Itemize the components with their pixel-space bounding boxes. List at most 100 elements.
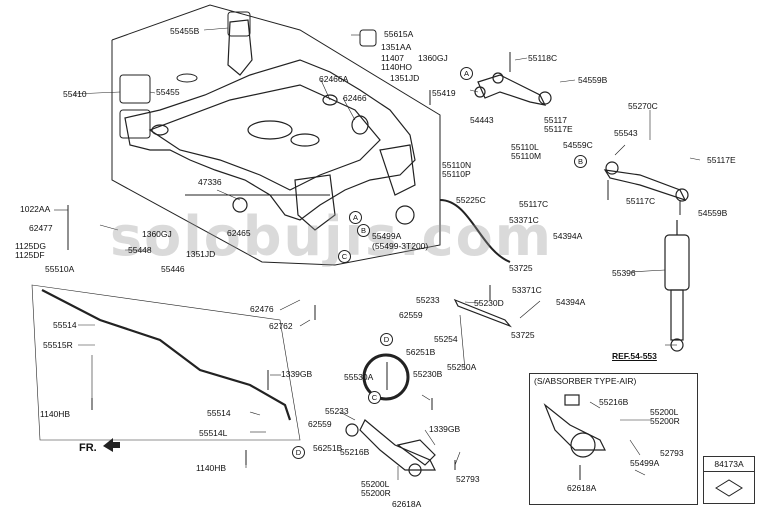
part-label: 54559B: [578, 75, 608, 85]
part-label: 54394A: [553, 231, 583, 241]
part-label: 55110P: [442, 169, 471, 179]
part-label: 55216B: [599, 397, 629, 407]
part-label: 55510A: [45, 264, 75, 274]
watermark-text: solobujis.com: [110, 205, 553, 268]
part-label: 1360GJ: [418, 53, 448, 63]
part-label: 1140HO: [381, 62, 413, 72]
part-label: 1351JD: [390, 73, 420, 83]
part-label: 55499A: [372, 231, 402, 241]
part-label: 55233: [416, 295, 440, 305]
part-label: 47336: [198, 177, 222, 187]
part-label: 53371C: [509, 215, 539, 225]
part-label: 55515R: [43, 340, 73, 350]
part-label: 55110N: [442, 160, 472, 170]
part-label: 62618A: [567, 483, 597, 493]
air-type-section-box: (S/ABSORBER TYPE-AIR): [529, 373, 698, 505]
part-label: 55117C: [626, 196, 656, 206]
marker-a-top: A: [460, 67, 473, 80]
part-label: 55200L: [361, 479, 390, 489]
part-label: 55455B: [170, 26, 200, 36]
marker-b-center: B: [357, 224, 370, 237]
marker-c-center: C: [338, 250, 351, 263]
fasteners: [67, 52, 681, 480]
part-label: 55254: [434, 334, 458, 344]
part-label: 1140HB: [196, 463, 227, 473]
crossmember-body: [124, 19, 416, 231]
part-label: 55543: [614, 128, 638, 138]
part-label: 53725: [511, 330, 535, 340]
stabilizer-box: [31, 284, 301, 441]
part-label: 55110L: [511, 142, 539, 152]
part-label: 1022AA: [20, 204, 51, 214]
marker-c-lower: C: [368, 391, 381, 404]
part-label: 1360GJ: [142, 229, 172, 239]
part-label: 55419: [432, 88, 456, 98]
crossmember-outline: [111, 4, 441, 266]
part-label: 1339GB: [281, 369, 313, 379]
part-label: 55448: [128, 245, 152, 255]
lower-arm: [345, 419, 436, 477]
part-label: 55250A: [447, 362, 477, 372]
highlight-ring: [362, 353, 410, 401]
part-label: 52793: [660, 448, 684, 458]
part-label: 1339GB: [429, 424, 461, 434]
part-label: 55233: [325, 406, 349, 416]
part-label: 62466: [343, 93, 367, 103]
part-label: 55446: [161, 264, 185, 274]
part-label: 55216B: [340, 447, 370, 457]
part-label: 62465: [227, 228, 251, 238]
part-label: 55200R: [361, 488, 391, 498]
part-label: 55200L: [650, 407, 679, 417]
curved-link: [439, 199, 511, 263]
leader-lines: [54, 27, 701, 480]
part-label: 56251B: [313, 443, 343, 453]
part-label: 55410: [63, 89, 87, 99]
part-label: 62762: [269, 321, 293, 331]
part-label: 1125DG: [15, 241, 47, 251]
air-section-label: (S/ABSORBER TYPE-AIR): [534, 376, 637, 386]
part-label: 55270C: [628, 101, 658, 111]
lower-link: [453, 298, 512, 328]
part-label: 55455: [156, 87, 180, 97]
part-label: 55514: [53, 320, 77, 330]
part-label: 62476: [250, 304, 274, 314]
marker-d-upper: D: [380, 333, 393, 346]
part-label: 53371C: [512, 285, 542, 295]
marker-a-center: A: [349, 211, 362, 224]
part-label: 55117E: [544, 124, 573, 134]
part-label: 55396: [612, 268, 636, 278]
figure-code: 84173A: [704, 457, 754, 472]
part-label: 62466A: [319, 74, 349, 84]
part-label: 54443: [470, 115, 494, 125]
part-label: 54559B: [698, 208, 728, 218]
part-label: 52793: [456, 474, 480, 484]
part-label: 62559: [308, 419, 332, 429]
marker-d-lower: D: [292, 446, 305, 459]
upper-arm-A: [474, 72, 552, 106]
upper-arm-B: [603, 161, 689, 202]
part-label: 55514: [207, 408, 231, 418]
air-type-lower-arm: [543, 394, 606, 458]
part-label: 55615A: [384, 29, 414, 39]
figure-code-icon: [715, 479, 743, 497]
part-label: 55117: [544, 115, 568, 125]
part-label: 55225C: [456, 195, 486, 205]
bushings: [119, 11, 377, 139]
part-label: 56251B: [406, 347, 436, 357]
part-label: 55117C: [519, 199, 549, 209]
shock-absorber: [664, 220, 690, 352]
part-label: 11407: [381, 53, 405, 63]
part-label: 55530A: [344, 372, 374, 382]
part-label: 55200R: [650, 416, 680, 426]
part-label: 1351JD: [186, 249, 216, 259]
figure-code-box: 84173A: [703, 456, 755, 504]
part-label: 55230D: [474, 298, 504, 308]
part-label: 55499A: [630, 458, 660, 468]
part-label: (55499-3T200): [372, 241, 429, 251]
forward-arrow: [103, 438, 120, 452]
part-label: 1140HB: [40, 409, 71, 419]
part-label: 1125DF: [15, 250, 45, 260]
part-label: 55117E: [707, 155, 736, 165]
